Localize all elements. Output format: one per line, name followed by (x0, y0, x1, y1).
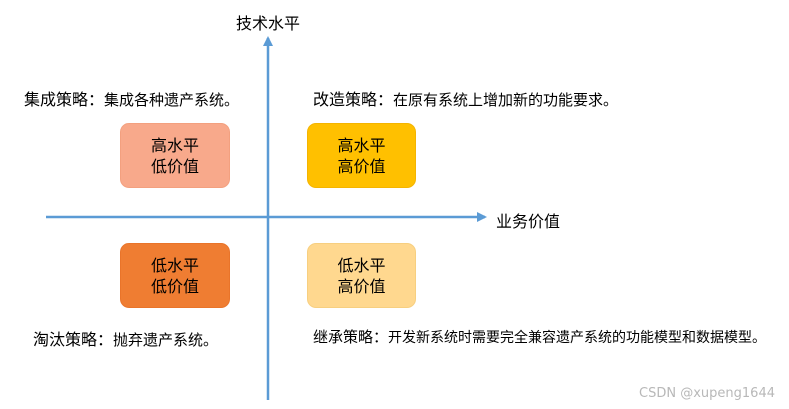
box-line-level: 高水平 (337, 135, 386, 155)
box-line-level: 高水平 (150, 135, 199, 155)
watermark: CSDN @xupeng1644 (639, 386, 775, 401)
box-line-level: 低水平 (337, 255, 386, 275)
box-line-value: 高价值 (337, 276, 386, 296)
strategy-title: 继承策略： (313, 328, 389, 346)
x-axis-label: 业务价值 (496, 212, 561, 231)
quadrant-box-low-level-high-value: 低水平 高价值 (307, 243, 416, 308)
y-axis-label: 技术水平 (236, 14, 301, 33)
strategy-transformation: 改造策略：在原有系统上增加新的功能要求。 (313, 86, 618, 110)
strategy-description: 抛弃遗产系统。 (113, 331, 219, 349)
strategy-description: 开发新系统时需要完全兼容遗产系统的功能模型和数据模型。 (388, 330, 767, 346)
box-line-level: 低水平 (150, 255, 199, 275)
strategy-description: 集成各种遗产系统。 (104, 91, 240, 109)
strategy-integration: 集成策略：集成各种遗产系统。 (24, 86, 239, 110)
strategy-elimination: 淘汰策略：抛弃遗产系统。 (33, 326, 218, 350)
strategy-title: 改造策略： (313, 90, 394, 109)
box-line-value: 低价值 (150, 276, 199, 296)
strategy-title: 淘汰策略： (33, 330, 114, 349)
strategy-inheritance: 继承策略：开发新系统时需要完全兼容遗产系统的功能模型和数据模型。 (313, 326, 766, 347)
quadrant-box-low-level-low-value: 低水平 低价值 (120, 243, 230, 308)
box-line-value: 低价值 (150, 156, 199, 176)
strategy-description: 在原有系统上增加新的功能要求。 (393, 91, 619, 109)
quadrant-box-high-level-low-value: 高水平 低价值 (120, 123, 230, 188)
box-line-value: 高价值 (337, 156, 386, 176)
strategy-title: 集成策略： (24, 90, 105, 109)
quadrant-box-high-level-high-value: 高水平 高价值 (307, 123, 416, 188)
